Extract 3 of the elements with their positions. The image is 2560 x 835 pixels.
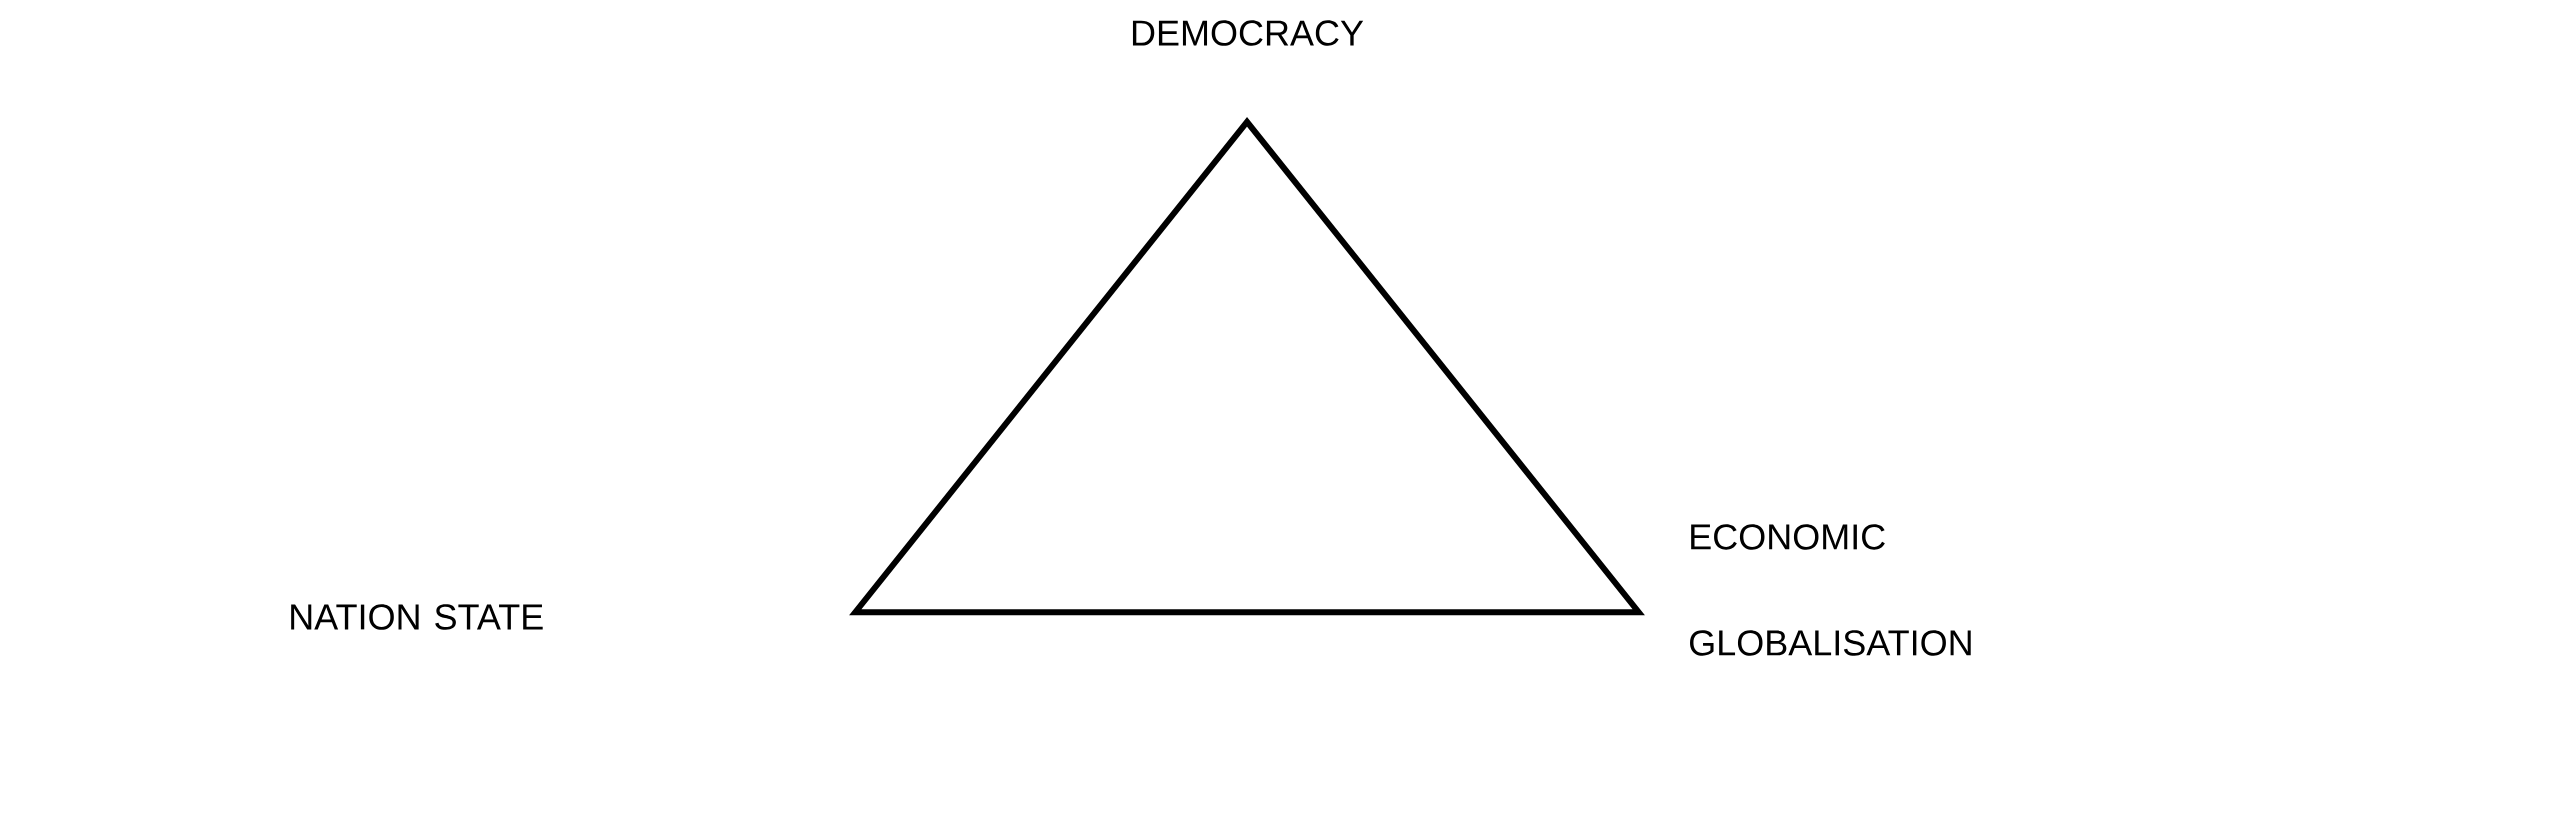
vertex-label: DEMOCRACY xyxy=(1132,20,1364,46)
vertex-label: ECONOMIC GLOBALISATION xyxy=(1690,524,1971,656)
vertex-label: NATION STATE xyxy=(291,604,543,630)
